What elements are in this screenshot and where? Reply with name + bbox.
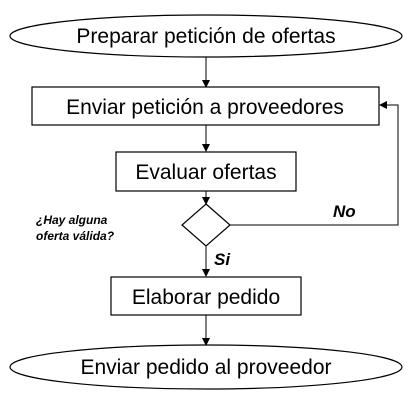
start-node-label: Preparar petición de ofertas xyxy=(76,25,335,48)
decision-node xyxy=(181,203,231,247)
prepare-order-node-label: Elaborar pedido xyxy=(132,286,280,309)
send-request-node-label: Enviar petición a proveedores xyxy=(66,96,344,119)
evaluate-node-label: Evaluar ofertas xyxy=(135,161,276,184)
decision-question-line2: oferta válida? xyxy=(36,229,115,243)
end-node-label: Enviar pedido al proveedor xyxy=(81,356,332,379)
no-branch-label: No xyxy=(333,202,356,221)
decision-question-line1: ¿Hay alguna xyxy=(36,213,108,227)
end-node xyxy=(9,344,403,390)
prepare-order-node xyxy=(110,276,302,316)
send-request-node xyxy=(31,86,380,126)
yes-branch-label: Si xyxy=(214,250,231,269)
connector-no-loop xyxy=(230,101,399,226)
